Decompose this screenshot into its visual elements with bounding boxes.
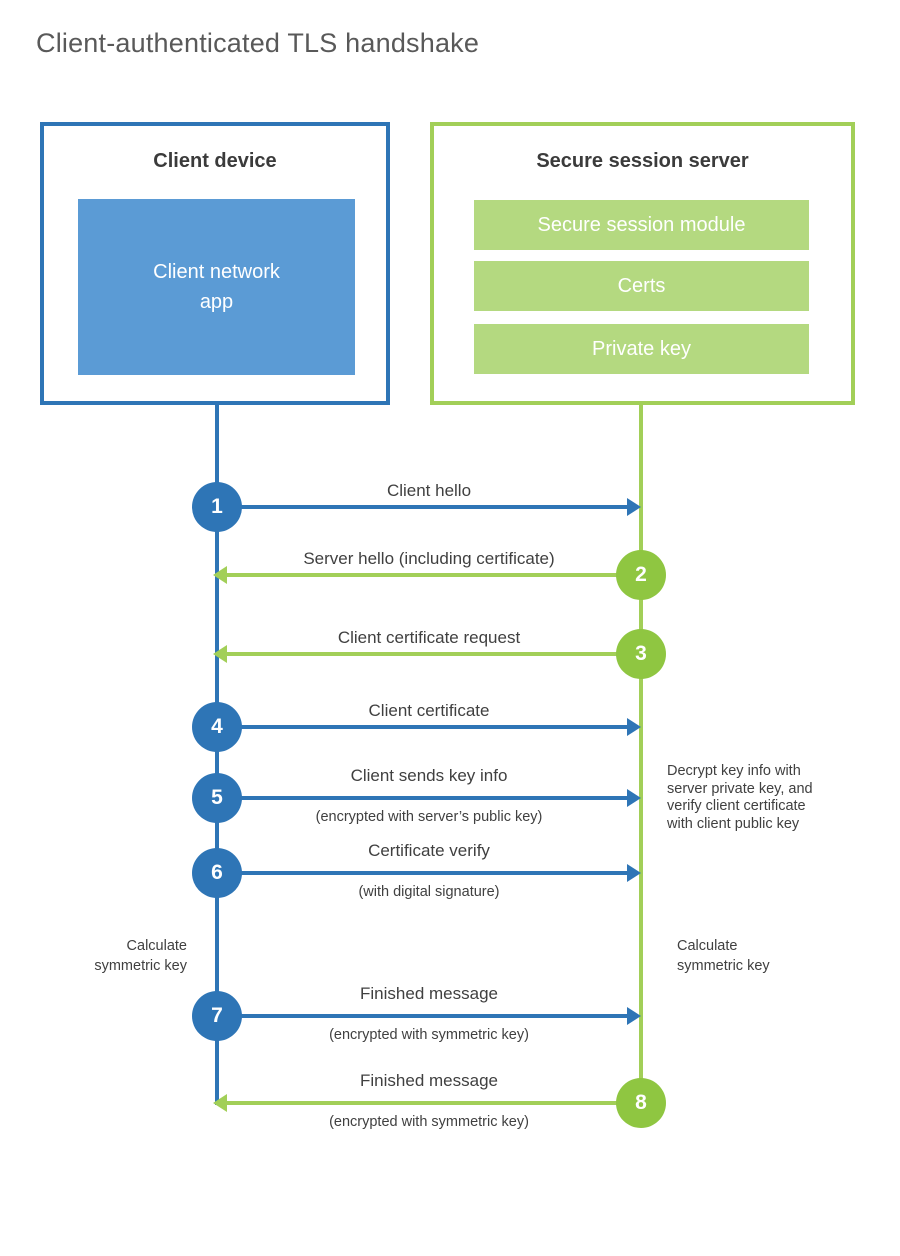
message-label: Server hello (including certificate) xyxy=(303,549,555,568)
server-module-private-key: Private key xyxy=(474,324,809,374)
message-label: Finished message xyxy=(360,1071,498,1090)
message-arrow-line xyxy=(217,796,627,800)
server-module-secure-session: Secure session module xyxy=(474,200,809,250)
server-lifeline xyxy=(639,405,643,1105)
client-device-title: Client device xyxy=(153,150,277,172)
message-arrowhead-icon xyxy=(213,566,227,584)
message-arrow-line xyxy=(217,505,627,509)
message-step-3-badge: 3 xyxy=(616,629,666,679)
message-step-5-badge: 5 xyxy=(192,773,242,823)
message-arrow-line xyxy=(217,871,627,875)
page-title: Client-authenticated TLS handshake xyxy=(36,28,480,58)
message-step-7-badge: 7 xyxy=(192,991,242,1041)
message-label: Client hello xyxy=(386,481,472,500)
client-device-box: Client device Client network app xyxy=(40,122,390,405)
client-lifeline xyxy=(215,405,219,1105)
message-arrow-line xyxy=(217,725,627,729)
calculate-symmetric-key-note-client: Calculate symmetric key xyxy=(94,938,187,974)
message-arrowhead-icon xyxy=(213,1094,227,1112)
message-arrow-line xyxy=(227,573,641,577)
message-label: Client sends key info xyxy=(350,766,508,785)
message-label: Certificate verify xyxy=(368,841,490,860)
server-title: Secure session server xyxy=(536,150,749,172)
calculate-symmetric-key-note-server: Calculate symmetric key xyxy=(677,938,770,974)
secure-session-server-box: Secure session server Secure session mod… xyxy=(430,122,855,405)
message-arrow-line xyxy=(227,1101,641,1105)
message-arrowhead-icon xyxy=(213,645,227,663)
message-step-8-badge: 8 xyxy=(616,1078,666,1128)
message-arrowhead-icon xyxy=(627,864,641,882)
message-step-4-badge: 4 xyxy=(192,702,242,752)
message-sublabel: (encrypted with server’s public key) xyxy=(315,809,543,825)
message-arrow-line xyxy=(217,1014,627,1018)
client-network-app-box: Client network app xyxy=(78,199,355,375)
message-step-1-badge: 1 xyxy=(192,482,242,532)
message-step-2-badge: 2 xyxy=(616,550,666,600)
message-step-6-badge: 6 xyxy=(192,848,242,898)
message-sublabel: (with digital signature) xyxy=(358,884,500,900)
message-arrowhead-icon xyxy=(627,1007,641,1025)
server-module-certs: Certs xyxy=(474,261,809,311)
message-sublabel: (encrypted with symmetric key) xyxy=(329,1027,529,1043)
message-arrowhead-icon xyxy=(627,498,641,516)
message-arrowhead-icon xyxy=(627,718,641,736)
message-label: Client certificate request xyxy=(337,628,521,647)
message-sublabel: (encrypted with symmetric key) xyxy=(329,1114,529,1130)
message-arrowhead-icon xyxy=(627,789,641,807)
message-label: Client certificate xyxy=(368,701,490,720)
message-arrow-line xyxy=(227,652,641,656)
decrypt-note: Decrypt key info with server private key… xyxy=(667,763,813,832)
message-label: Finished message xyxy=(360,984,498,1003)
